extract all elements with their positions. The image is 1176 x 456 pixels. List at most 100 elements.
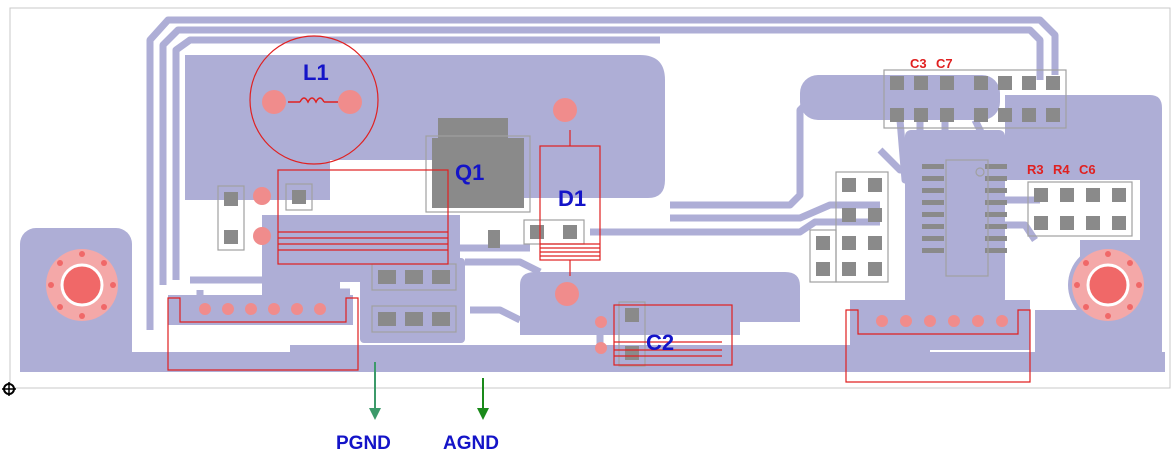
smd-pad <box>530 225 544 239</box>
ic-pin <box>985 176 1007 181</box>
ic-pin <box>922 248 944 253</box>
ic-pin1-marker <box>975 167 985 177</box>
pgnd-arrow <box>369 362 381 420</box>
via <box>110 282 116 288</box>
smd-pad <box>868 262 882 276</box>
ic-pin <box>985 200 1007 205</box>
smd-pad <box>1060 188 1074 202</box>
q1-tab <box>438 118 508 138</box>
smd-pad <box>1060 216 1074 230</box>
pad-conn-left-5 <box>291 303 303 315</box>
smd-pad <box>432 270 450 284</box>
outline-left-ic-caps <box>835 171 889 283</box>
via <box>1136 282 1142 288</box>
via <box>79 313 85 319</box>
via <box>1074 282 1080 288</box>
label-r4: R4 <box>1053 162 1070 177</box>
smd-pad <box>868 208 882 222</box>
pad-conn-left-2 <box>222 303 234 315</box>
via <box>1127 260 1133 266</box>
silk-q1-outline <box>277 169 449 265</box>
smd-pad <box>816 236 830 250</box>
trace-to-ic-1 <box>670 91 890 209</box>
ic-pins <box>922 138 1007 253</box>
smd-pad <box>563 225 577 239</box>
via <box>1127 304 1133 310</box>
pad-conn-right-2 <box>900 315 912 327</box>
smd-pad <box>890 76 904 90</box>
smd-pad <box>868 178 882 192</box>
trace-ic-down-4 <box>971 279 989 321</box>
component-labels: L1 Q1 D1 C2 C3 C7 R3 R4 C6 <box>303 56 1096 355</box>
label-l1: L1 <box>303 60 329 85</box>
ic-body <box>950 138 978 166</box>
outline-c-q1 <box>285 183 313 211</box>
smd-pad <box>378 270 396 284</box>
pad-conn-right-5 <box>972 315 984 327</box>
outline-top-caps <box>883 69 1067 129</box>
red-silkscreen <box>167 35 1031 383</box>
smd-pad <box>405 312 423 326</box>
smd-pads <box>224 76 1126 360</box>
pad-d1-top <box>553 98 577 122</box>
smd-pad <box>488 230 500 248</box>
trace-top-inner <box>159 26 1044 285</box>
pad-conn-left-1 <box>199 303 211 315</box>
mount-left-hole <box>60 263 104 307</box>
pad-l1-right <box>338 90 362 114</box>
pad-c2-2 <box>595 342 607 354</box>
pad-conn-left-6 <box>314 303 326 315</box>
smd-pad <box>914 108 928 122</box>
smd-pad <box>292 190 306 204</box>
ic-pin <box>985 224 1007 229</box>
ic-pin <box>985 164 1007 169</box>
via <box>101 304 107 310</box>
label-q1: Q1 <box>455 160 484 185</box>
via <box>48 282 54 288</box>
smd-pad <box>816 262 830 276</box>
outline-c-left <box>217 185 245 251</box>
mount-vias <box>48 251 1142 319</box>
trace-mid-2 <box>465 258 542 276</box>
ic-pin <box>922 176 944 181</box>
smd-pad <box>378 312 396 326</box>
pad-conn-right-4 <box>948 315 960 327</box>
ic-pin <box>985 248 1007 253</box>
silk-connector-left <box>167 297 359 371</box>
mounting-holes <box>46 249 1144 321</box>
ic-pin <box>922 200 944 205</box>
trace-left-connector-2 <box>316 288 350 312</box>
via <box>1083 304 1089 310</box>
smd-pad <box>868 236 882 250</box>
ic-pin <box>922 212 944 217</box>
ic-pin <box>985 236 1007 241</box>
via <box>57 304 63 310</box>
label-pgnd: PGND <box>336 433 391 454</box>
via <box>1105 251 1111 257</box>
smd-pad <box>625 308 639 322</box>
trace-ic-top-2 <box>971 118 989 142</box>
trace-ic-down-5 <box>986 268 1009 322</box>
copper-ground-bar <box>290 345 930 361</box>
net-labels: PGND AGND <box>336 433 499 454</box>
silk-connector-right <box>845 309 1031 383</box>
smd-pad <box>1022 76 1036 90</box>
pad-conn-right-1 <box>876 315 888 327</box>
q1-body <box>432 138 524 208</box>
silk-l1-outline <box>249 35 379 165</box>
pgnd-arrow-head <box>369 408 381 420</box>
smd-pad <box>224 230 238 244</box>
smd-pad <box>1034 216 1048 230</box>
outline-left-ic-caps-2 <box>809 229 837 283</box>
label-c6: C6 <box>1079 162 1096 177</box>
smd-pad <box>914 76 928 90</box>
pad-d1-bottom <box>555 282 579 306</box>
label-r3: R3 <box>1027 162 1044 177</box>
smd-pad <box>842 262 856 276</box>
smd-pad <box>974 108 988 122</box>
ic-pin <box>922 224 944 229</box>
trace-top-outer <box>146 16 1059 290</box>
outline-ic <box>945 159 989 277</box>
smd-pad <box>940 108 954 122</box>
trace-top-third <box>172 36 660 280</box>
